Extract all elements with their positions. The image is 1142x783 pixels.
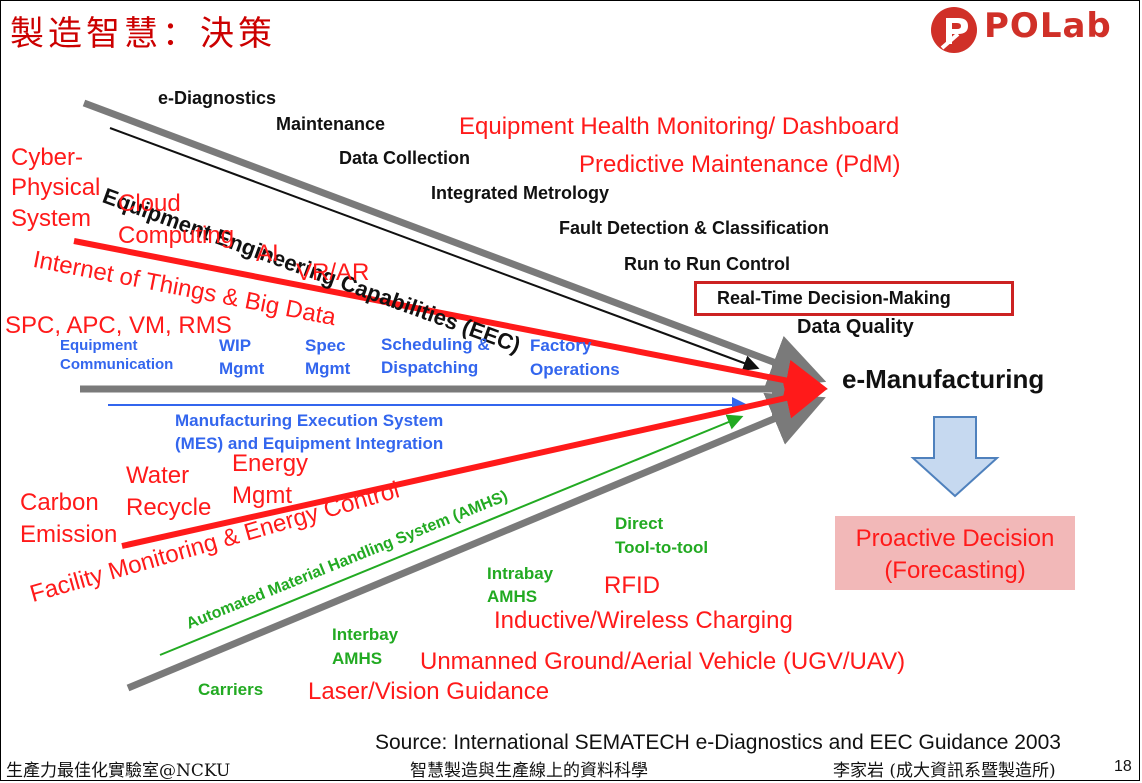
red-laser-vision: Laser/Vision Guidance [308, 678, 550, 705]
footer-center: 智慧製造與生產線上的資料科學 [410, 761, 648, 781]
page-number: 18 [1114, 758, 1132, 775]
logo-text: POLab [984, 6, 1112, 46]
polab-logo: POLab [928, 4, 1134, 56]
red-spc: SPC, APC, VM, RMS [5, 312, 232, 339]
item-integrated-metrology: Integrated Metrology [431, 183, 610, 203]
proactive-decision-text: Proactive Decision (Forecasting) [855, 525, 1055, 584]
blue-wip-1: WIP [219, 336, 252, 355]
red-energy-2: Mgmt [232, 482, 292, 509]
gray-arrow-top [82, 99, 827, 389]
green-direct-2: Tool-to-tool [615, 538, 709, 557]
item-data-collection: Data Collection [339, 148, 471, 168]
proactive-decision-box: Proactive Decision (Forecasting) [835, 516, 1075, 590]
red-vr-ar: VR/AR [296, 259, 370, 286]
red-carbon-1: Carbon [20, 489, 99, 516]
blue-spec-2: Mgmt [305, 359, 351, 378]
red-inductive-charging: Inductive/Wireless Charging [494, 607, 793, 634]
item-data-quality: Data Quality [797, 316, 914, 338]
gray-arrow-bottom [126, 392, 826, 692]
blue-equipment-2: Communication [60, 356, 174, 373]
green-arrow-amhs [159, 414, 744, 656]
footer-left: 生產力最佳化實驗室@NCKU [6, 761, 231, 781]
red-cps-3: System [11, 205, 92, 232]
red-cloud-1: Cloud [118, 190, 181, 217]
blue-wip-2: Mgmt [219, 359, 265, 378]
green-intrabay-2: AMHS [487, 587, 538, 606]
red-energy-1: Energy [232, 450, 309, 477]
red-ugv-uav: Unmanned Ground/Aerial Vehicle (UGV/UAV) [420, 648, 906, 675]
item-fault-detection: Fault Detection & Classification [559, 218, 830, 238]
blue-spec-1: Spec [305, 336, 346, 355]
green-intrabay-1: Intrabay [487, 564, 554, 583]
item-real-time-decision: Real-Time Decision-Making [717, 288, 951, 308]
item-maintenance: Maintenance [276, 114, 386, 134]
red-arrow-top [73, 238, 828, 402]
red-carbon-2: Emission [20, 521, 118, 548]
polab-logo-icon [931, 7, 977, 53]
red-rfid: RFID [604, 572, 660, 599]
red-ai: AI [256, 240, 279, 267]
e-manufacturing-label: e-Manufacturing [842, 364, 1045, 394]
highlight-box [694, 281, 1014, 316]
green-direct-1: Direct [615, 514, 664, 533]
red-cloud-2: Computing [118, 222, 235, 249]
red-cps-2: Physical [11, 174, 101, 201]
down-arrow-shape [910, 416, 1000, 498]
blue-scheduling-1: Scheduling & [381, 335, 490, 354]
black-arrow-eec [109, 127, 760, 371]
green-carriers: Carriers [198, 680, 264, 699]
red-arrow-bottom [121, 377, 828, 549]
footer-right: 李家岩 (成大資訊系暨製造所) [833, 761, 1056, 781]
red-water-2: Recycle [126, 494, 212, 521]
slide-title: 製造智慧：決策 [10, 14, 276, 54]
blue-mes-1: Manufacturing Execution System [175, 411, 444, 430]
blue-mes-2: (MES) and Equipment Integration [175, 434, 444, 453]
blue-factory-1: Factory [530, 336, 592, 355]
red-cps-1: Cyber- [11, 144, 84, 171]
item-run-to-run: Run to Run Control [624, 254, 790, 274]
blue-equipment-1: Equipment [60, 337, 138, 354]
blue-scheduling-2: Dispatching [381, 358, 479, 377]
source-citation: Source: International SEMATECH e-Diagnos… [375, 731, 1061, 754]
blue-factory-2: Operations [530, 360, 620, 379]
red-predictive-maintenance: Predictive Maintenance (PdM) [579, 151, 901, 178]
item-e-diagnostics: e-Diagnostics [158, 88, 277, 108]
red-equipment-health: Equipment Health Monitoring/ Dashboard [459, 113, 900, 140]
green-interbay-1: Interbay [332, 625, 399, 644]
green-interbay-2: AMHS [332, 649, 383, 668]
red-water-1: Water [126, 462, 190, 489]
